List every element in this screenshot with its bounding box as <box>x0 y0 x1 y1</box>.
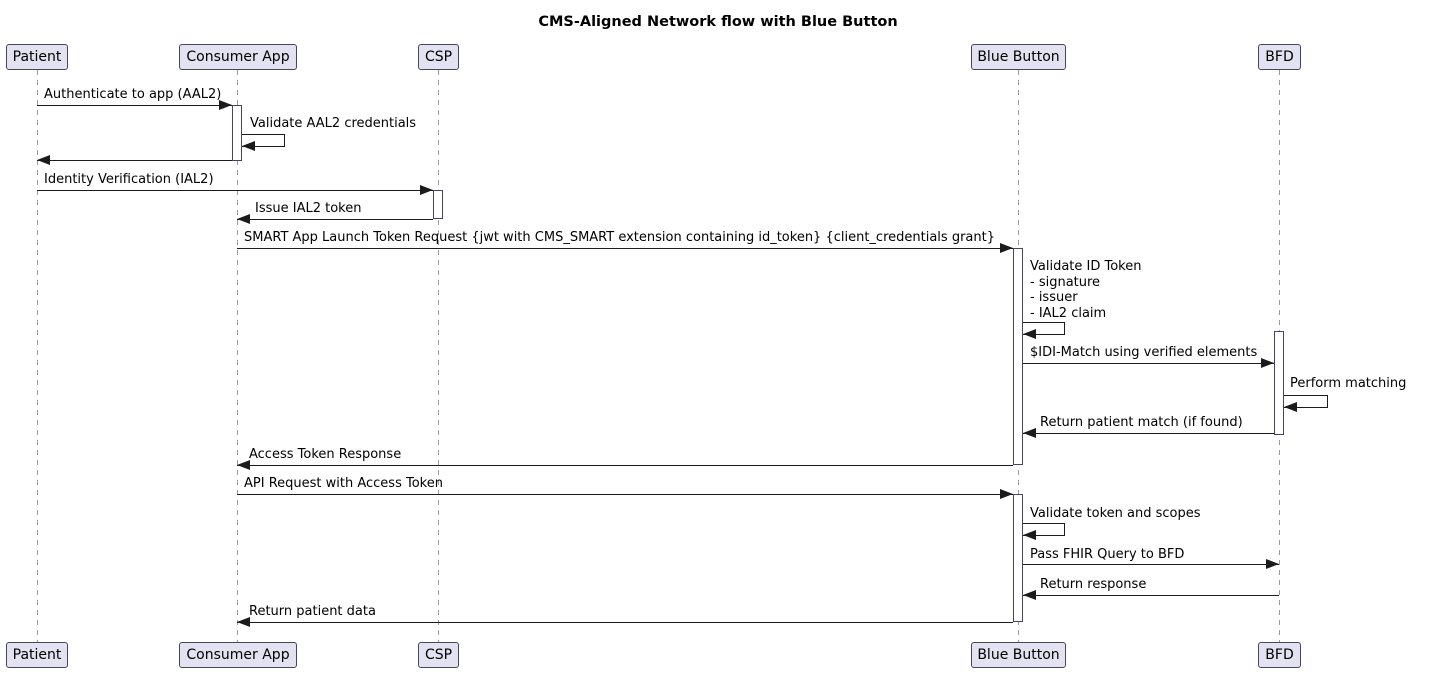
participant-bfd-bottom: BFD <box>1258 642 1301 668</box>
self-arrow-validate-aal2 <box>242 134 285 147</box>
lifeline-patient <box>37 70 38 642</box>
label-perform-matching: Perform matching <box>1290 376 1407 391</box>
arrow-pass-fhir-query <box>1023 564 1279 565</box>
label-validate-token-scopes: Validate token and scopes <box>1030 506 1201 521</box>
arrowhead-icon <box>1023 329 1036 339</box>
arrow-api-request <box>237 494 1013 495</box>
participant-blue-button-top: Blue Button <box>971 44 1066 70</box>
arrowhead-icon <box>1000 243 1013 253</box>
label-access-token-response: Access Token Response <box>249 447 402 462</box>
participant-csp-bottom: CSP <box>418 642 459 668</box>
arrowhead-icon <box>1000 489 1013 499</box>
label-identity-verification: Identity Verification (IAL2) <box>44 172 214 187</box>
lifeline-csp <box>438 70 439 642</box>
participant-consumer-app-top: Consumer App <box>179 44 297 70</box>
arrow-smart-token-request <box>237 248 1013 249</box>
arrow-issue-ial2-token <box>237 219 433 220</box>
activation-bfd <box>1274 331 1284 435</box>
activation-blue-button-2 <box>1013 494 1023 622</box>
self-arrow-perform-matching <box>1284 395 1328 408</box>
arrowhead-icon <box>242 141 255 151</box>
label-authenticate-to-app: Authenticate to app (AAL2) <box>44 87 222 102</box>
label-return-response: Return response <box>1040 577 1147 592</box>
participant-blue-button-bottom: Blue Button <box>971 642 1066 668</box>
arrowhead-icon <box>37 155 50 165</box>
label-smart-token-request: SMART App Launch Token Request {jwt with… <box>244 230 995 245</box>
arrow-return-to-patient <box>37 160 232 161</box>
self-arrow-validate-token-scopes <box>1023 523 1065 536</box>
arrow-return-patient-match <box>1023 433 1274 434</box>
arrow-access-token-response <box>237 465 1013 466</box>
participant-consumer-app-bottom: Consumer App <box>179 642 297 668</box>
label-issue-ial2-token: Issue IAL2 token <box>255 201 362 216</box>
label-line: Validate ID Token <box>1030 259 1142 274</box>
lifeline-consumer-app <box>237 70 238 642</box>
arrow-return-response <box>1023 595 1279 596</box>
arrow-authenticate-to-app <box>37 105 232 106</box>
arrowhead-icon <box>1284 402 1297 412</box>
participant-patient-bottom: Patient <box>6 642 68 668</box>
arrowhead-icon <box>1023 530 1036 540</box>
label-pass-fhir-query: Pass FHIR Query to BFD <box>1030 547 1185 562</box>
label-return-patient-match: Return patient match (if found) <box>1040 415 1243 430</box>
label-return-patient-data: Return patient data <box>249 604 376 619</box>
arrowhead-icon <box>420 185 433 195</box>
arrowhead-icon <box>1023 590 1036 600</box>
diagram-title: CMS-Aligned Network flow with Blue Butto… <box>538 14 898 30</box>
label-idi-match: $IDI-Match using verified elements <box>1030 345 1258 360</box>
arrowhead-icon <box>237 617 250 627</box>
arrow-idi-match <box>1023 363 1274 364</box>
label-api-request: API Request with Access Token <box>244 476 443 491</box>
label-validate-id-token: Validate ID Token - signature - issuer -… <box>1030 259 1141 321</box>
activation-consumer-app <box>232 105 242 161</box>
label-line: - signature <box>1030 274 1101 290</box>
arrowhead-icon <box>237 214 250 224</box>
arrowhead-icon <box>219 100 232 110</box>
arrow-identity-verification <box>37 190 433 191</box>
arrowhead-icon <box>1023 428 1036 438</box>
arrow-return-patient-data <box>237 622 1013 623</box>
label-line: - IAL2 claim <box>1030 305 1107 321</box>
activation-csp <box>433 190 443 219</box>
participant-csp-top: CSP <box>418 44 459 70</box>
activation-blue-button-1 <box>1013 248 1023 465</box>
arrowhead-icon <box>1266 559 1279 569</box>
arrowhead-icon <box>1261 358 1274 368</box>
label-validate-aal2-credentials: Validate AAL2 credentials <box>250 116 417 131</box>
arrowhead-icon <box>237 460 250 470</box>
participant-patient-top: Patient <box>6 44 68 70</box>
self-arrow-validate-id-token <box>1023 322 1065 335</box>
participant-bfd-top: BFD <box>1258 44 1301 70</box>
label-line: - issuer <box>1030 290 1078 305</box>
